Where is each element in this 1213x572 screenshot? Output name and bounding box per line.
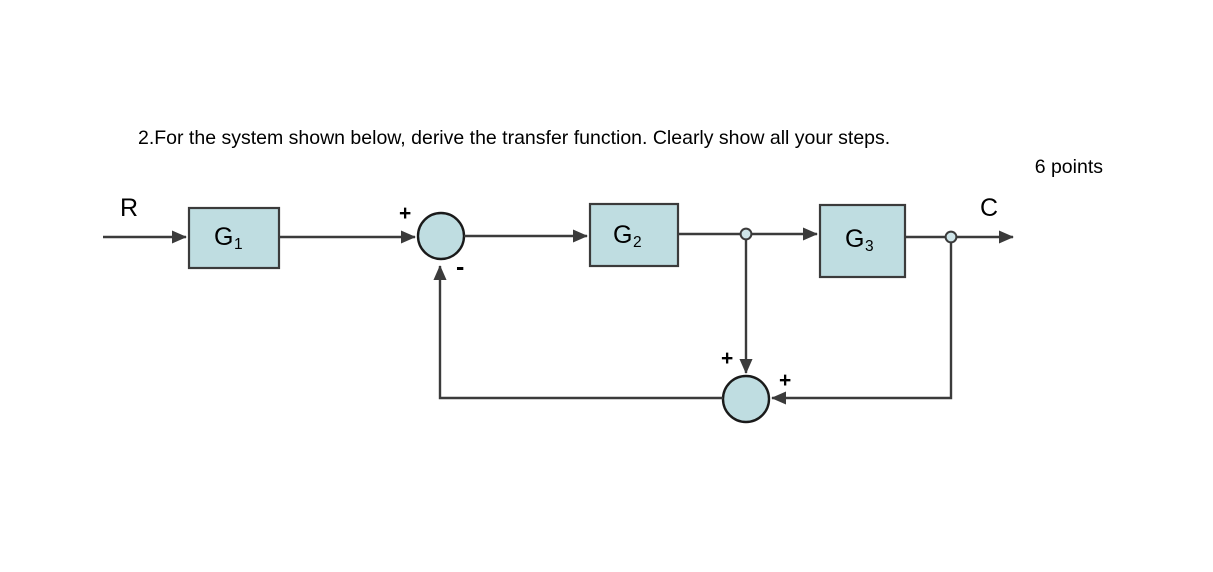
block-g2-label: G2 [613,221,642,251]
summing-junction-2 [721,374,771,424]
sum1-minus-sign: - [456,253,465,281]
block-g3-label: G3 [845,225,874,255]
block-g1-label-subscript: 1 [233,236,243,253]
block-g3 [818,203,907,279]
block-g3-label-base: G [845,225,865,253]
input-signal-label: R [120,194,139,222]
sum1-plus-sign: + [399,202,412,225]
block-g1-label: G1 [214,223,243,253]
block-g3-label-subscript: 3 [864,238,874,255]
block-g2-label-base: G [613,221,633,249]
block-g1-label-base: G [214,223,234,251]
block-g1 [187,206,281,270]
wire-sum2-feedback-to-sum1 [433,265,723,400]
sum2-plus-sign-top: + [721,347,734,370]
output-signal-label: C [980,194,999,222]
question-text: For the system shown below, derive the t… [154,127,891,149]
sum2-plus-sign-right: + [779,369,792,392]
block-g2 [588,202,680,268]
block-g2-label-subscript: 2 [632,234,642,251]
takeoff-node-g2 [739,227,753,241]
question-line: 2. For the system shown below, derive th… [138,126,1103,150]
question-number: 2. [138,127,155,149]
wire-output-feedback-to-sum2 [771,242,953,405]
question-block: 2. For the system shown below, derive th… [138,126,1103,178]
takeoff-node-output [944,230,958,244]
points-label: 6 points [1034,156,1103,178]
